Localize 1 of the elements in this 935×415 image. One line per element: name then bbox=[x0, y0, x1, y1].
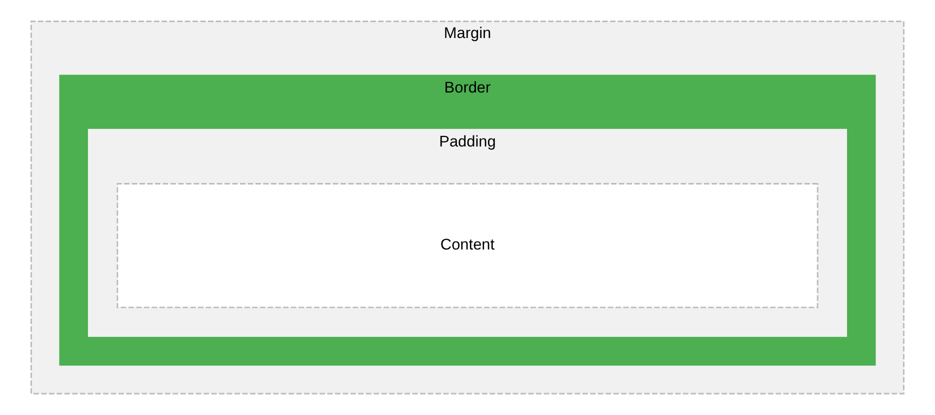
node-box: Content bbox=[116, 183, 818, 308]
